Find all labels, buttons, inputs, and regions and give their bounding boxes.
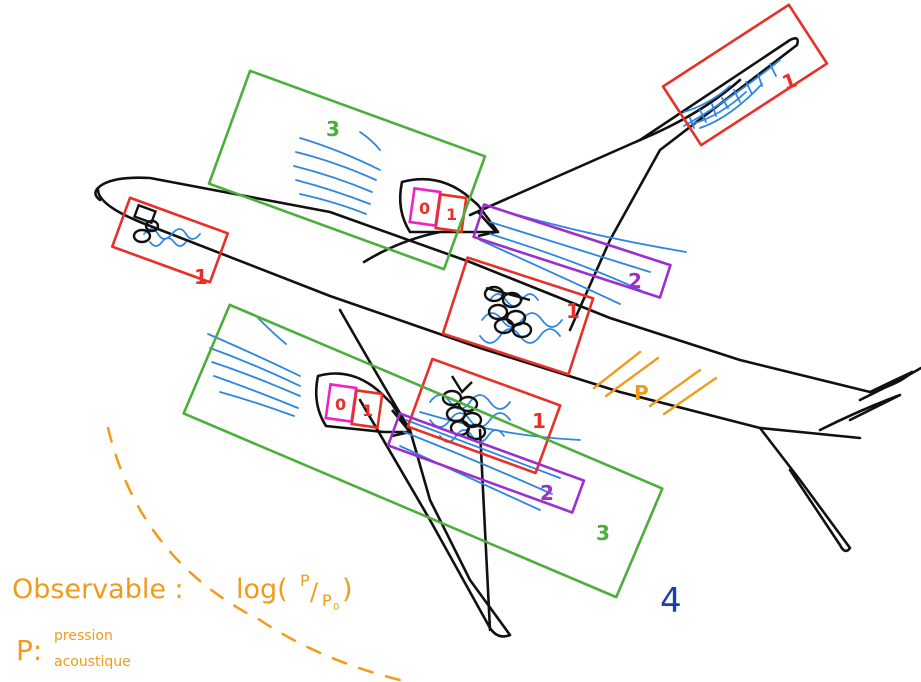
aircraft-outline [94, 37, 921, 638]
observable-formula-p0-sub: 0 [333, 602, 339, 613]
label-fan-upper: 0 [419, 199, 430, 218]
nose-gear [132, 203, 160, 244]
observable-label: Observable : [12, 574, 184, 605]
observable-formula-slash: / [310, 578, 319, 606]
observable-formula-p: P [300, 571, 310, 590]
observable-formula-p0: P [322, 591, 332, 610]
observable-formula-close: ) [342, 574, 353, 605]
label-fan-lower: 0 [335, 395, 346, 414]
label-jet-lower: 2 [540, 481, 554, 505]
far-field-arc [106, 426, 402, 682]
p-definition-prefix: P: [16, 634, 42, 667]
label-upper-gear: 1 [566, 299, 580, 323]
zone-wake-upper-box [207, 69, 487, 271]
zone-wingtip-box [661, 3, 829, 147]
upper-main-gear [483, 285, 533, 339]
label-far-field: 4 [660, 581, 682, 621]
zone-nose-box [110, 196, 230, 284]
lower-main-gear [441, 375, 487, 441]
zone-wake-lower-box [182, 303, 664, 599]
zone-jet-upper-box [472, 203, 672, 299]
label-pressure: P [634, 381, 649, 405]
label-lower-gear: 1 [532, 409, 546, 433]
label-jet-upper: 2 [628, 269, 642, 293]
label-nose: 1 [194, 265, 208, 289]
p-definition-line1: pression [54, 628, 113, 644]
zone-jet-lower-box [386, 412, 586, 514]
zone-upper-gear-box [441, 256, 595, 376]
label-wake-lower: 3 [596, 521, 610, 545]
core-box-lower [350, 388, 384, 430]
label-wake-upper: 3 [326, 117, 340, 141]
label-core-lower: 1 [362, 401, 373, 420]
p-definition-line2: acoustique [54, 654, 131, 670]
observable-formula-log: log( [236, 574, 288, 605]
label-core-upper: 1 [446, 205, 457, 224]
upper-engine [398, 178, 500, 238]
observable-annotation: Observable : log( P / P 0 ) P: pression … [12, 571, 353, 670]
flow-lines [143, 59, 781, 511]
label-wingtip: 1 [779, 68, 800, 95]
pressure-waves [592, 350, 718, 416]
